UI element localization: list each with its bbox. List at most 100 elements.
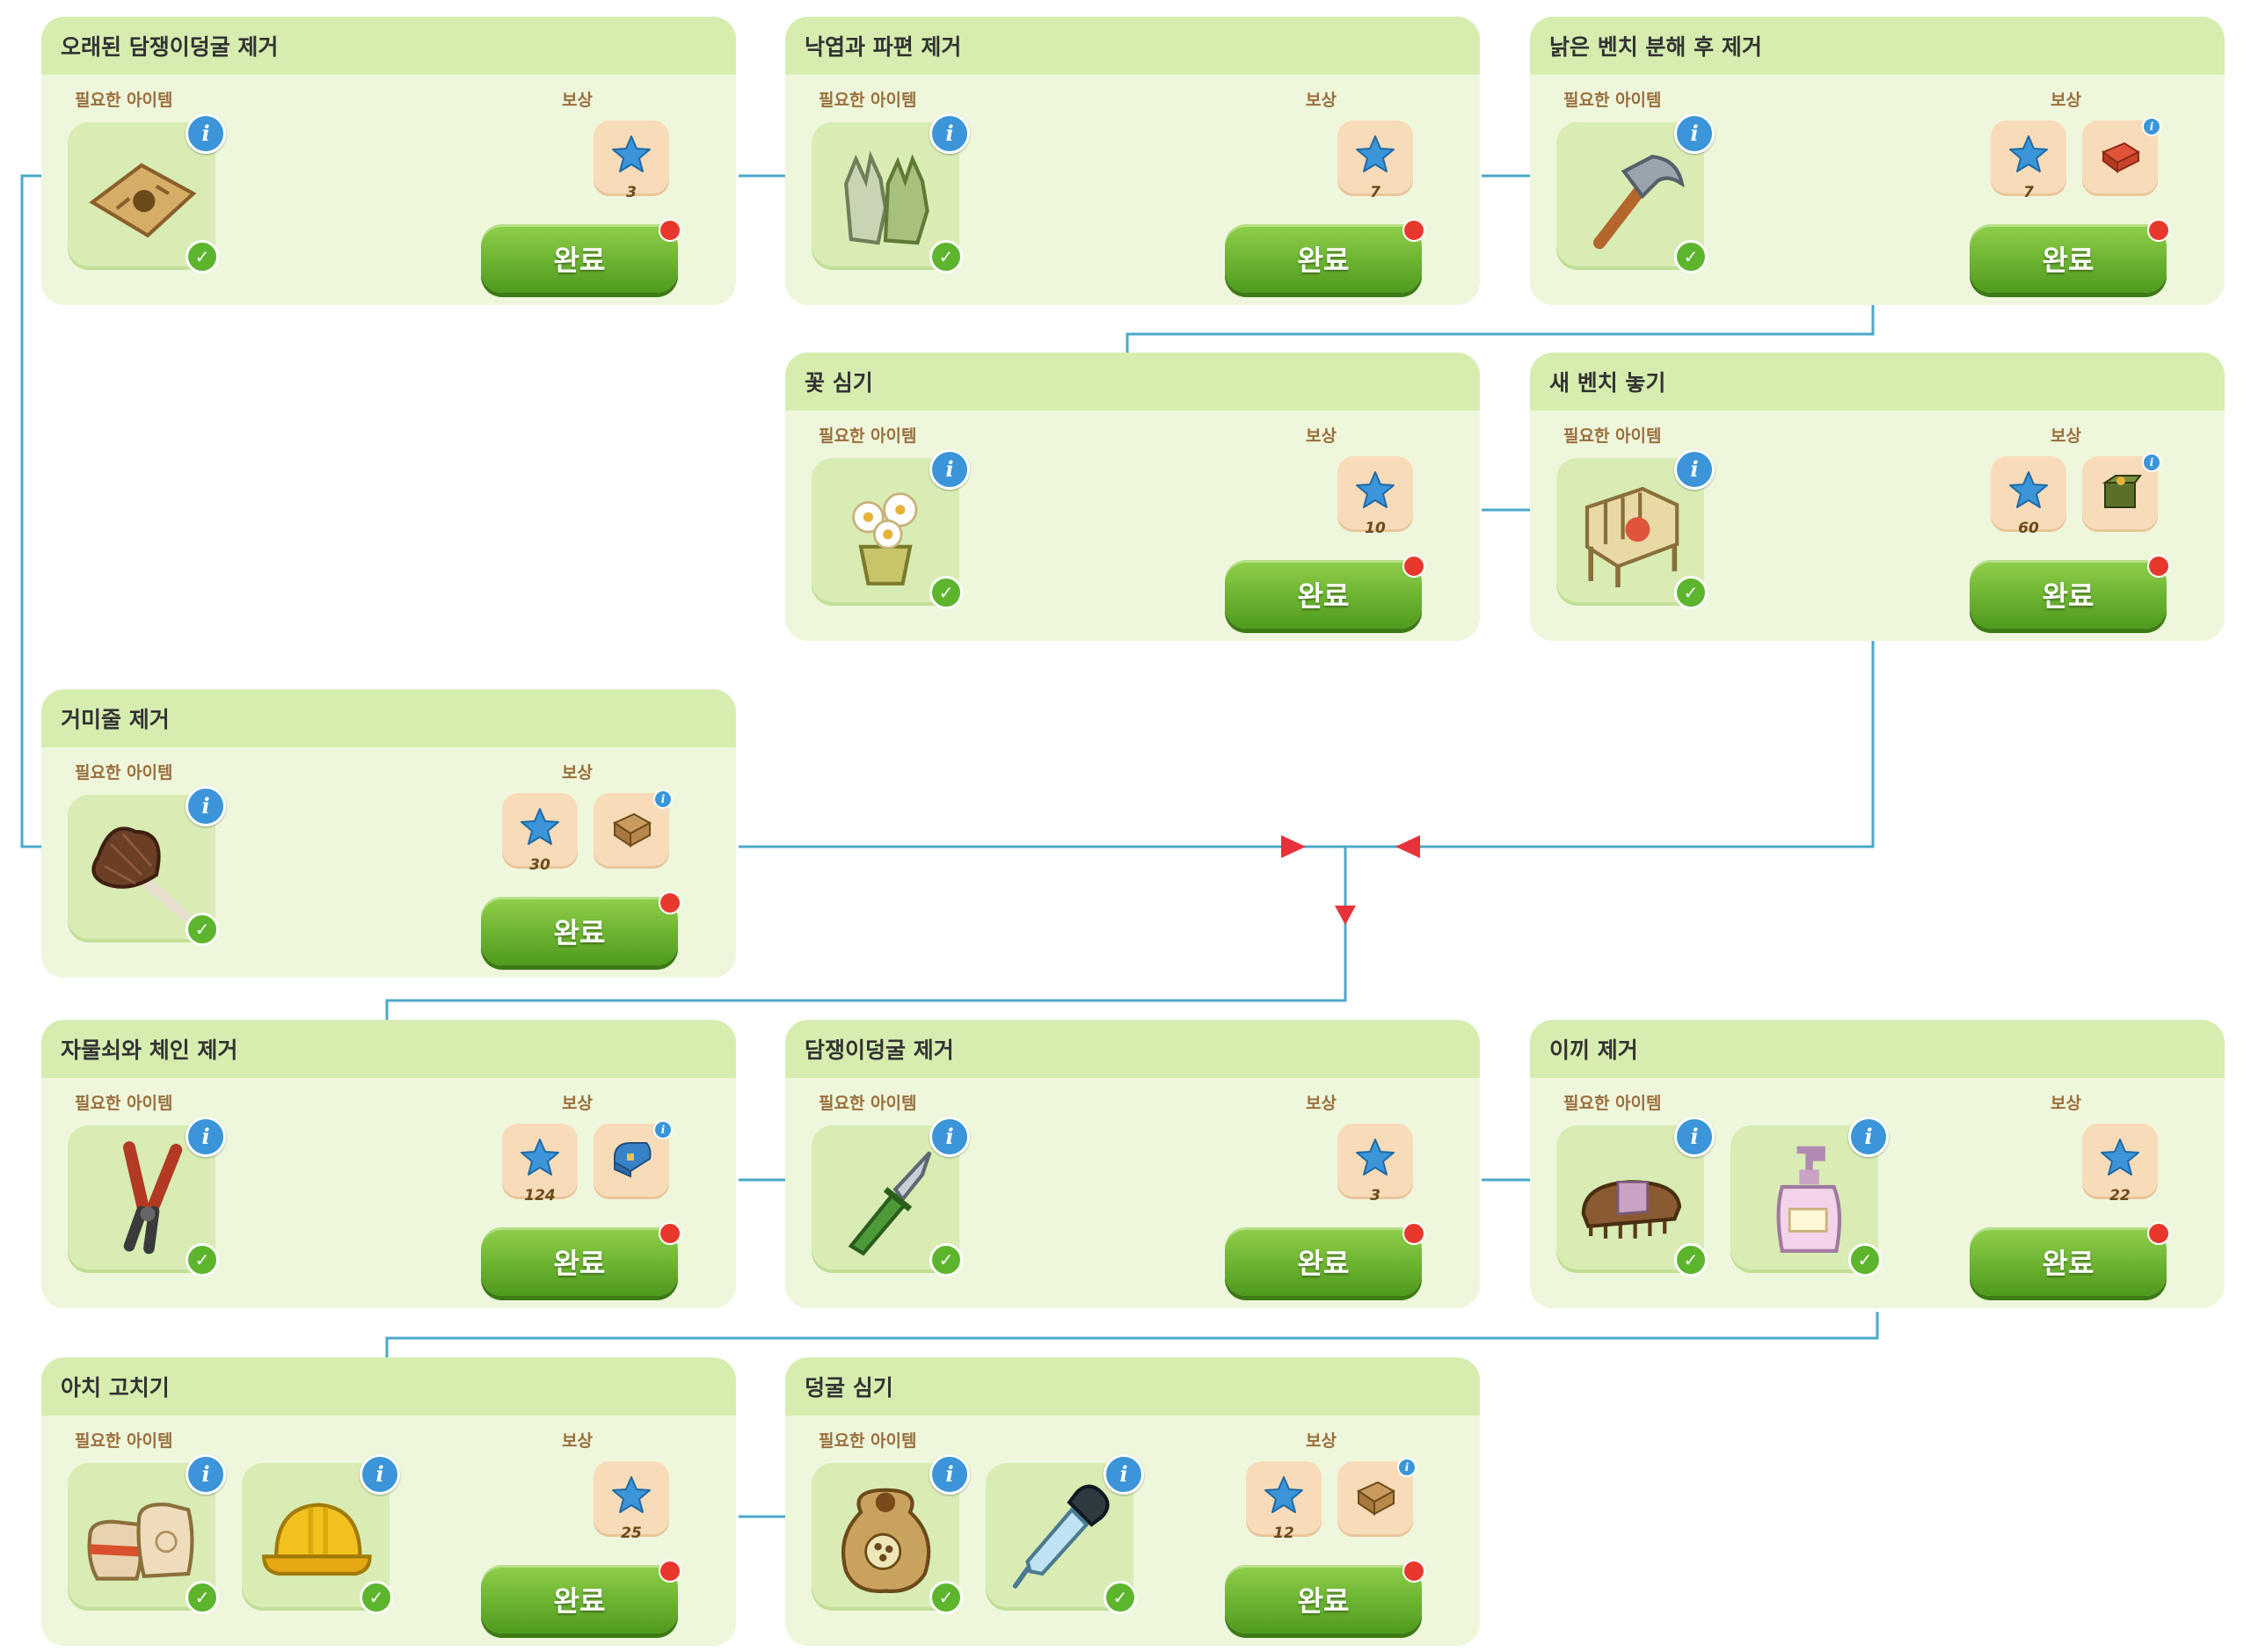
reward-label: 보상	[562, 763, 593, 782]
info-icon[interactable]: i	[653, 1120, 673, 1139]
bench-icon	[1584, 486, 1679, 587]
required-item-slot[interactable]: i ✓	[1556, 449, 1715, 609]
required-items-label: 필요한 아이템	[819, 426, 917, 446]
required-item-slot[interactable]: i ✓	[1556, 113, 1715, 273]
reward-slot[interactable]: 60	[1991, 456, 2066, 537]
reward-slot[interactable]: i	[594, 790, 673, 869]
connector-line	[1345, 639, 1875, 848]
complete-button[interactable]: 완료	[481, 1565, 678, 1634]
info-icon[interactable]: i	[1397, 1458, 1417, 1477]
check-icon: ✓	[929, 240, 963, 273]
complete-button[interactable]: 완료	[1225, 1565, 1422, 1634]
reward-label: 보상	[1306, 426, 1337, 446]
bolt-cutter-icon	[123, 1141, 183, 1255]
reward-label: 보상	[1306, 1094, 1337, 1113]
info-icon[interactable]: i	[929, 449, 970, 490]
star-icon	[612, 1476, 651, 1513]
required-item-slot[interactable]: i ✓	[812, 449, 970, 609]
wooden-crate-icon	[1356, 1481, 1396, 1516]
required-items-label: 필요한 아이템	[75, 1094, 173, 1113]
info-icon[interactable]: i	[1674, 113, 1715, 154]
required-item-slot[interactable]: i ✓	[68, 786, 226, 946]
connector-line	[1126, 303, 1875, 357]
required-item-slot[interactable]: i ✓	[242, 1454, 400, 1614]
info-icon[interactable]: i	[2142, 117, 2161, 136]
reward-slot[interactable]: 12	[1246, 1461, 1322, 1542]
task-card-leaves: 낙엽과 파편 제거 필요한 아이템 보상 i ✓ 7 완료	[785, 17, 1480, 305]
complete-button[interactable]: 완료	[1970, 224, 2167, 293]
complete-button[interactable]: 완료	[1225, 560, 1422, 629]
info-icon[interactable]: i	[929, 1117, 970, 1157]
reward-slot[interactable]: 7	[1991, 120, 2066, 201]
reward-list: 7	[1337, 120, 1413, 201]
reward-slot[interactable]: 22	[2082, 1124, 2158, 1204]
reward-slot[interactable]: 25	[594, 1461, 669, 1542]
task-card-cobwebs: 거미줄 제거 필요한 아이템 보상 i ✓ 30 i 완료	[41, 689, 736, 978]
required-item-slot[interactable]: i ✓	[68, 1454, 226, 1614]
reward-label: 보상	[562, 1094, 593, 1113]
required-item-slot[interactable]: i ✓	[1730, 1117, 1889, 1277]
info-icon[interactable]: i	[186, 1454, 226, 1495]
reward-slot[interactable]: i	[1337, 1458, 1417, 1537]
info-icon[interactable]: i	[2142, 453, 2161, 472]
hard-hat-icon	[262, 1503, 372, 1576]
task-card-old-bench: 낡은 벤치 분해 후 제거 필요한 아이템 보상 i ✓ 7 i 완료	[1530, 17, 2225, 305]
info-icon[interactable]: i	[929, 113, 970, 154]
reward-slot[interactable]: 3	[594, 120, 669, 201]
required-item-slot[interactable]: i ✓	[68, 113, 226, 273]
info-icon[interactable]: i	[1848, 1117, 1889, 1157]
required-item-slot[interactable]: i ✓	[812, 1454, 970, 1614]
complete-button[interactable]: 완료	[1970, 1227, 2167, 1296]
info-icon[interactable]: i	[1674, 449, 1715, 490]
reward-list: 12 i	[1246, 1458, 1417, 1542]
info-icon[interactable]: i	[186, 786, 226, 826]
seed-bag-icon	[841, 1488, 931, 1594]
star-icon	[1356, 471, 1395, 508]
gloves-icon	[844, 150, 929, 245]
reward-slot[interactable]: i	[594, 1120, 673, 1199]
check-icon: ✓	[1674, 1243, 1708, 1277]
required-items-label: 필요한 아이템	[1563, 426, 1662, 446]
required-item-slot[interactable]: i ✓	[986, 1454, 1144, 1614]
required-item-slot[interactable]: i ✓	[68, 1117, 226, 1277]
connector-line	[385, 845, 1347, 1023]
complete-button[interactable]: 완료	[481, 1227, 678, 1296]
sandbags-icon	[87, 1503, 194, 1581]
reward-slot[interactable]: i	[2082, 453, 2161, 532]
info-icon[interactable]: i	[186, 1117, 226, 1157]
blue-chest-icon	[614, 1142, 652, 1178]
complete-button[interactable]: 완료	[481, 224, 678, 293]
feather-duster-icon	[91, 826, 191, 921]
notification-dot	[659, 219, 681, 242]
complete-button[interactable]: 완료	[1225, 1227, 1422, 1296]
reward-slot[interactable]: 7	[1337, 120, 1413, 201]
complete-button[interactable]: 완료	[481, 897, 678, 965]
reward-list: 30 i	[502, 790, 673, 874]
check-icon: ✓	[186, 913, 219, 946]
reward-slot[interactable]: 3	[1337, 1124, 1413, 1204]
info-icon[interactable]: i	[1104, 1454, 1144, 1495]
task-title: 자물쇠와 체인 제거	[41, 1020, 736, 1078]
check-icon: ✓	[186, 1581, 219, 1614]
complete-button[interactable]: 완료	[1225, 224, 1422, 293]
reward-slot[interactable]: i	[2082, 117, 2161, 196]
reward-slot[interactable]: 124	[502, 1124, 578, 1204]
wooden-crate-icon	[612, 812, 652, 848]
arrow-left-icon	[1395, 835, 1420, 858]
required-item-slot[interactable]: i ✓	[1556, 1117, 1715, 1277]
complete-button[interactable]: 완료	[1970, 560, 2167, 629]
reward-list: 22	[2082, 1124, 2158, 1204]
required-items-label: 필요한 아이템	[819, 91, 917, 110]
reward-slot[interactable]: 10	[1337, 456, 1413, 537]
star-icon	[521, 1139, 559, 1175]
info-icon[interactable]: i	[1674, 1117, 1715, 1157]
info-icon[interactable]: i	[929, 1454, 970, 1495]
reward-list: 7 i	[1991, 117, 2161, 201]
info-icon[interactable]: i	[360, 1454, 400, 1495]
reward-slot[interactable]: 30	[502, 793, 578, 874]
check-icon: ✓	[1848, 1243, 1882, 1277]
required-item-slot[interactable]: i ✓	[812, 113, 970, 273]
info-icon[interactable]: i	[186, 113, 226, 154]
info-icon[interactable]: i	[653, 790, 673, 809]
required-item-slot[interactable]: i ✓	[812, 1117, 970, 1277]
